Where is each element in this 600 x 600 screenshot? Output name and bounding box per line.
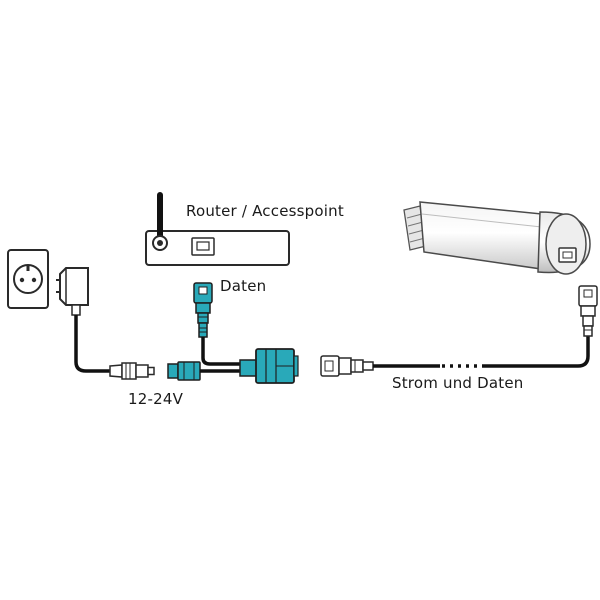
wall-outlet-icon [7,249,49,309]
poe-out-rj45-plug-icon [320,355,374,377]
data-rj45-plug-icon [193,282,213,338]
outdoor-ethernet-port-icon [558,247,577,263]
power-and-data-label: Strom und Daten [392,374,524,392]
power-cable [74,315,112,373]
router-icon [145,192,290,266]
outdoor-rj45-plug-icon [578,285,598,337]
data-cable [201,337,256,366]
poe-cable [373,335,590,368]
router-label: Router / Accesspoint [186,202,344,220]
power-adapter-icon [56,267,89,316]
voltage-label: 12-24V [128,390,184,408]
barrel-plug-icon [109,362,155,380]
poe-injector-icon [239,348,299,384]
outdoor-access-point-icon [403,201,591,275]
data-label: Daten [220,277,267,295]
dc-connector-icon [167,361,201,381]
